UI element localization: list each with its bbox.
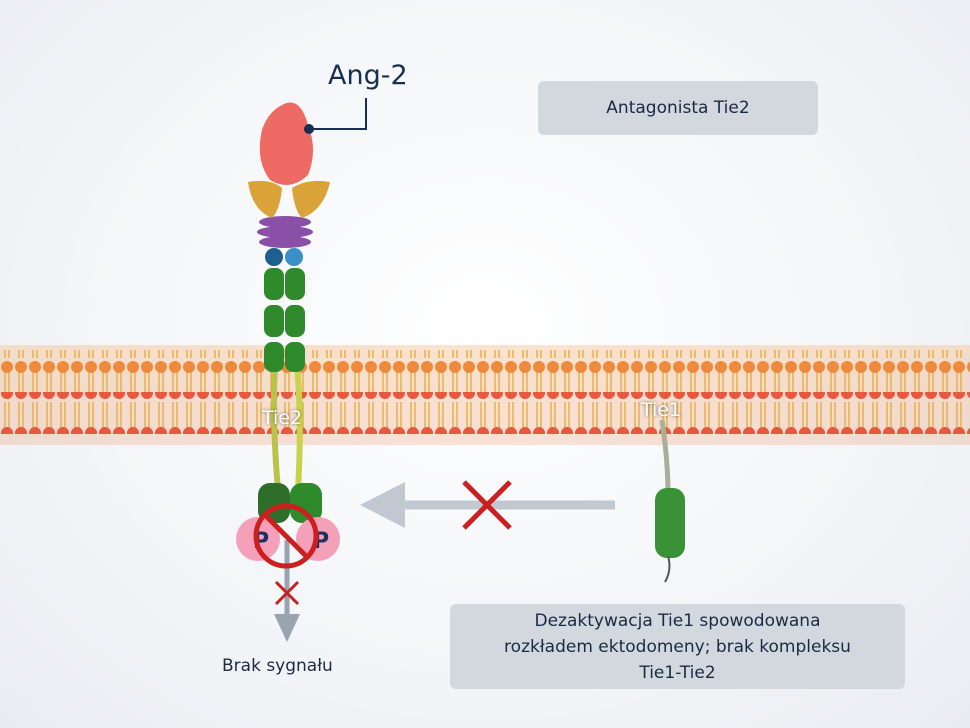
tie1-label: Tie1 [641,399,682,421]
description-line: rozkładem ektodomeny; brak kompleksu [504,636,851,657]
ang2-ligand [259,102,313,185]
description-line: Dezaktywacja Tie1 spowodowana [534,610,821,631]
ang2-callout-line [304,98,367,134]
no-signal-arrow [274,540,300,642]
tie2-receptor [248,180,330,523]
tie1-receptor [655,419,685,583]
blocked-interaction-arrow [360,480,615,530]
title-box: Antagonista Tie2 [538,81,818,135]
prohibited-icon [253,503,319,569]
no-signal-label: Brak sygnału [222,656,333,676]
cell-membrane [0,345,970,445]
ang2-label: Ang-2 [328,60,408,91]
tie2-label: Tie2 [262,407,303,429]
description-line: Tie1-Tie2 [639,662,716,683]
title-text: Antagonista Tie2 [606,98,750,118]
description-box: Dezaktywacja Tie1 spowodowana rozkładem … [450,604,905,689]
